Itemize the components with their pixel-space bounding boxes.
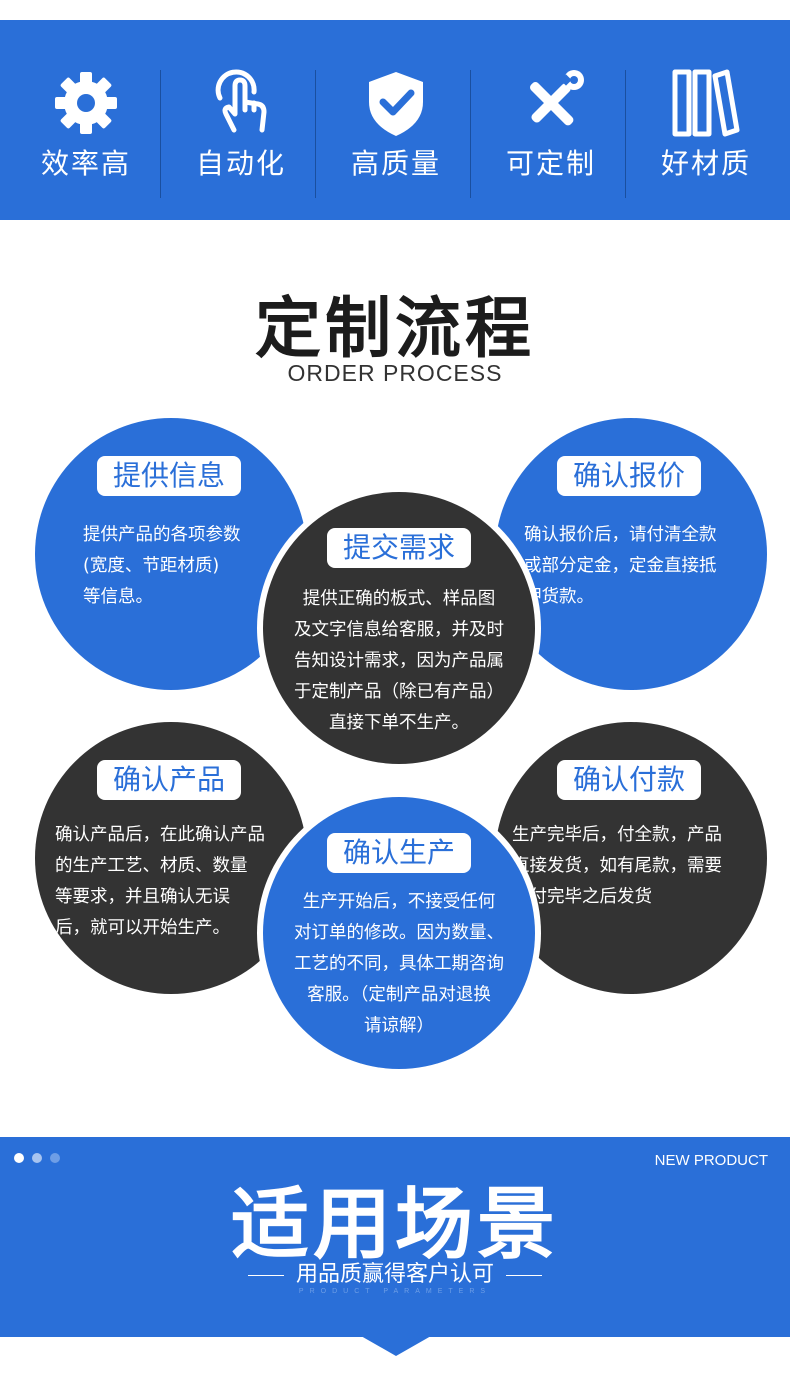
step-description: 提供正确的板式、样品图 及文字信息给客服，并及时 告知设计需求，因为产品属 于定… — [294, 589, 504, 733]
new-product-tag: NEW PRODUCT — [654, 1152, 768, 1169]
step-title: 确认生产 — [327, 833, 471, 873]
feature-label: 高质量 — [350, 147, 441, 180]
divider — [160, 70, 161, 198]
feature-material: 好材质 — [628, 20, 784, 220]
feature-label: 效率高 — [40, 147, 131, 180]
scenes-subtitle: 用品质赢得客户认可 — [0, 1256, 790, 1288]
scenes-small-caption: PRODUCT PARAMETERS — [298, 1288, 492, 1295]
process-title: 定制流程 — [255, 290, 535, 367]
books-icon — [672, 69, 740, 137]
feature-automation: 自动化 — [163, 20, 319, 220]
step-title: 确认付款 — [557, 760, 701, 800]
pager-dot — [50, 1153, 60, 1163]
divider — [470, 70, 471, 198]
decor-line — [506, 1274, 542, 1276]
divider — [625, 70, 626, 198]
tools-icon — [530, 70, 584, 126]
touch-hand-icon — [215, 69, 267, 133]
step-description: 生产开始后，不接受任何 对订单的修改。因为数量、 工艺的不同，具体工期咨询 客服… — [294, 892, 504, 1036]
step-submit-requirements: 提交需求 提供正确的板式、样品图 及文字信息给客服，并及时 告知设计需求，因为产… — [263, 492, 535, 764]
feature-quality: 高质量 — [318, 20, 474, 220]
feature-customizable: 可定制 — [473, 20, 629, 220]
step-provide-info: 提供信息 提供产品的各项参数 (宽度、节距材质) 等信息。 — [35, 418, 307, 690]
decor-line — [247, 1274, 284, 1276]
feature-label: 好材质 — [660, 147, 751, 180]
feature-label: 可定制 — [505, 147, 596, 180]
step-description: 提供产品的各项参数 (宽度、节距材质) 等信息。 — [83, 525, 241, 607]
gear-icon — [55, 72, 117, 134]
step-description: 生产完毕后，付全款，产品 直接发货，如有尾款，需要 支付完毕之后发货 — [512, 825, 722, 907]
step-confirm-product: 确认产品 确认产品后，在此确认产品 的生产工艺、材质、数量 等要求，并且确认无误… — [35, 722, 307, 994]
scenes-banner — [0, 1137, 790, 1337]
step-description: 确认报价后，请付清全款 或部分定金，定金直接抵 押货款。 — [524, 525, 717, 607]
scenes-title: 适用场景 — [230, 1180, 559, 1270]
step-description: 确认产品后，在此确认产品 的生产工艺、材质、数量 等要求，并且确认无误 后，就可… — [55, 825, 265, 938]
banner-notch — [361, 1336, 431, 1356]
divider — [315, 70, 316, 198]
step-title: 提供信息 — [97, 456, 241, 496]
step-title: 确认产品 — [97, 760, 241, 800]
feature-band: 效率高 自动化 高质量 — [0, 20, 790, 220]
pager-dot — [14, 1153, 24, 1163]
shield-check-icon — [369, 72, 423, 136]
step-title: 确认报价 — [557, 456, 701, 496]
step-confirm-production: 确认生产 生产开始后，不接受任何 对订单的修改。因为数量、 工艺的不同，具体工期… — [263, 797, 535, 1069]
feature-label: 自动化 — [195, 147, 286, 180]
step-confirm-payment: 确认付款 生产完毕后，付全款，产品 直接发货，如有尾款，需要 支付完毕之后发货 — [495, 722, 767, 994]
step-title: 提交需求 — [327, 528, 471, 568]
process-subtitle: ORDER PROCESS — [287, 360, 503, 386]
pager-dot — [32, 1153, 42, 1163]
step-confirm-quote: 确认报价 确认报价后，请付清全款 或部分定金，定金直接抵 押货款。 — [495, 418, 767, 690]
feature-efficiency: 效率高 — [8, 20, 164, 220]
